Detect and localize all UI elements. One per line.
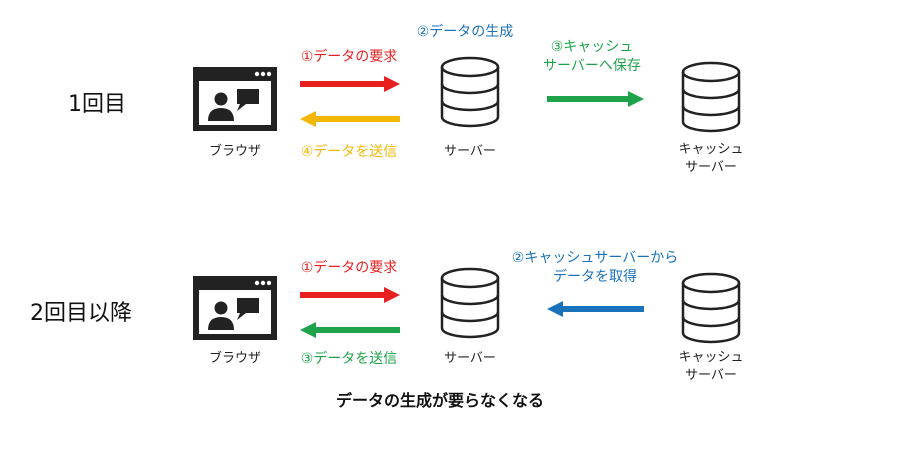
step2-label: ②データの生成 [416, 24, 514, 40]
cache-server-database-icon [681, 272, 741, 344]
server-caption: サーバー [444, 351, 496, 366]
fetch-arrow-blue [547, 301, 644, 317]
browser-icon [193, 67, 277, 131]
footer-note: データの生成が要らなくなる [336, 391, 545, 410]
server-database-icon [440, 56, 500, 128]
cache-caption-line1: キャッシュ [678, 350, 744, 365]
request-arrow-red [300, 76, 400, 92]
send-arrow-green [300, 322, 400, 338]
browser-icon [193, 276, 277, 340]
browser-caption: ブラウザ [208, 144, 261, 159]
server-caption: サーバー [444, 144, 496, 159]
cache-caption-line2: サーバー [685, 368, 737, 383]
step3-label-line1: ③キャッシュ [550, 39, 634, 55]
save-arrow-green [547, 91, 644, 107]
cache-caption-line2: サーバー [685, 160, 737, 175]
step3-label-line2: サーバーへ保存 [543, 58, 641, 74]
step3-label: ③データを送信 [300, 351, 398, 367]
step4-label: ④データを送信 [300, 144, 398, 160]
step1-label: ①データの要求 [300, 260, 398, 276]
request-arrow-red [300, 287, 400, 303]
row1-label: 1回目 [68, 92, 126, 117]
cache-server-database-icon [681, 61, 741, 133]
step1-label: ①データの要求 [300, 49, 398, 65]
send-arrow-yellow [300, 111, 400, 127]
cache-caption-line1: キャッシュ [678, 142, 744, 157]
browser-caption: ブラウザ [208, 351, 261, 366]
step2-label-line2: データを取得 [553, 269, 637, 285]
row2-label: 2回目以降 [30, 301, 132, 326]
server-database-icon [440, 267, 500, 339]
step2-label-line1: ②キャッシュサーバーから [511, 250, 679, 266]
